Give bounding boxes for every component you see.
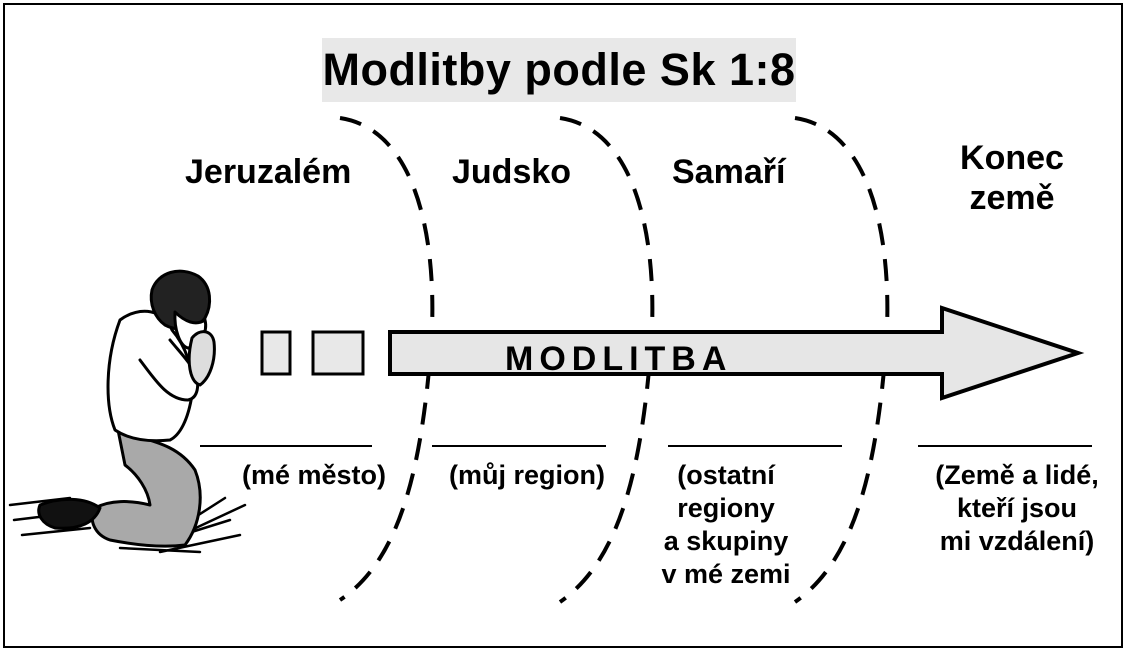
boundary-curve-2: [558, 116, 655, 604]
zone-desc-line: mi vzdálení): [939, 526, 1095, 556]
zone-name-line: země: [969, 179, 1055, 217]
zone-desc-line: kteří jsou: [956, 493, 1078, 523]
prayer-arrow: [388, 305, 1085, 401]
zone-desc-line: a skupiny: [663, 526, 789, 556]
boundary-curve-3: [793, 116, 890, 604]
zone-desc-samaria: (ostatní regiony a skupiny v mé zemi: [636, 459, 816, 591]
title-box: Modlitby podle Sk 1:8: [322, 38, 796, 102]
zone-name-jerusalem: Jeruzalém: [185, 152, 351, 192]
zone-desc-line: regiony: [677, 493, 775, 523]
zone-desc-judea: (můj region): [437, 459, 617, 492]
zone-name-line: Judsko: [452, 153, 572, 191]
zone-name-ends-of-earth: Konec země: [938, 138, 1086, 218]
zone-desc-line: (mé město): [241, 460, 387, 490]
small-box-1: [260, 330, 292, 376]
zone-desc-jerusalem: (mé město): [226, 459, 402, 492]
praying-person-icon: [8, 269, 247, 554]
boundary-curve-1: [338, 116, 435, 602]
diagram-title: Modlitby podle Sk 1:8: [322, 44, 796, 95]
zone-name-line: Samaří: [672, 153, 786, 191]
small-box-2: [311, 330, 365, 376]
arrow-label: MODLITBA: [505, 340, 733, 378]
zone-desc-line: (můj region): [449, 460, 605, 490]
zone-name-samaria: Samaří: [672, 152, 785, 192]
zone-desc-line: (ostatní: [677, 460, 775, 490]
zone-name-line: Jeruzalém: [185, 153, 352, 191]
zone-desc-line: (Země a lidé,: [935, 460, 1099, 490]
zone-name-judea: Judsko: [452, 152, 571, 192]
zone-desc-ends-of-earth: (Země a lidé, kteří jsou mi vzdálení): [912, 459, 1122, 558]
zone-desc-line: v mé zemi: [661, 559, 791, 589]
zone-name-line: Konec: [960, 139, 1064, 177]
